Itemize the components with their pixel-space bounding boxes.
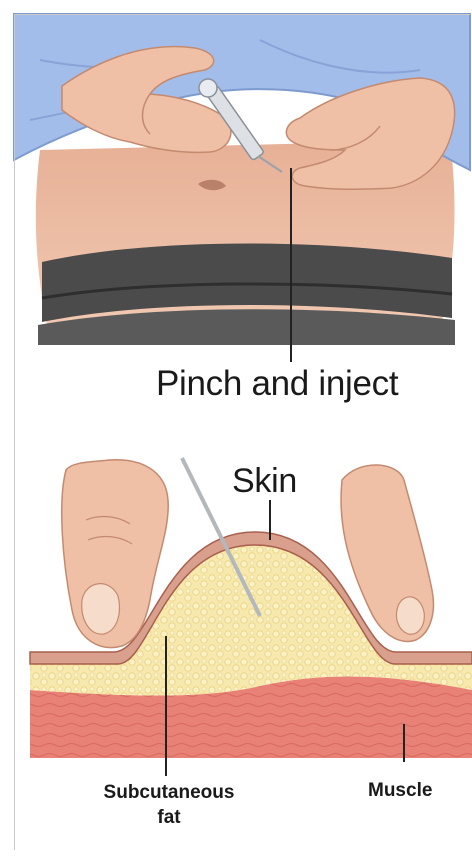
abdomen-illustration (14, 14, 470, 345)
skin-cross-section (30, 458, 472, 758)
skin-label: Skin (232, 462, 297, 501)
subcutaneous-fat-label: Subcutaneous fat (84, 780, 254, 830)
subcutaneous-fat-label-line2: fat (84, 805, 254, 830)
pinch-and-inject-label: Pinch and inject (156, 364, 398, 404)
subcutaneous-fat-label-line1: Subcutaneous (84, 780, 254, 805)
muscle-label: Muscle (368, 780, 432, 802)
